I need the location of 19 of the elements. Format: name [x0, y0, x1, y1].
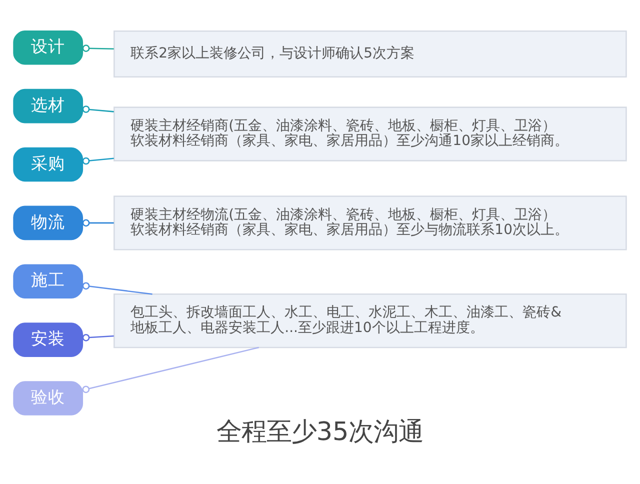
- node-box: 联系2家以上装修公司，与设计师确认5次方案: [114, 30, 627, 78]
- connector: [82, 44, 114, 52]
- caption: 全程至少35次沟通: [216, 416, 424, 446]
- connector: [82, 334, 114, 342]
- node-box: 施工: [13, 264, 84, 299]
- node-box: 硬装主材经销商(五金、油漆涂料、瓷砖、地板、橱柜、灯具、卫浴）软装材料经销商（家具、家电、家居用品）至少沟通10家以上经销商。: [114, 106, 627, 162]
- connector: [82, 282, 152, 295]
- connector: [82, 346, 259, 394]
- node-box: 硬装主材经物流(五金、油漆涂料、瓷砖、地板、橱柜、灯具、卫浴）软装材料经销商（家具、家电、家居用品）至少与物流联系10次以上。: [114, 196, 627, 250]
- node-box: 选材: [13, 88, 84, 124]
- node-box: 验收: [13, 381, 84, 416]
- node-box: 包工头、拆改墙面工人、水工、电工、水泥工、木工、油漆工、瓷砖&地板工人、电器安装工人...至少跟进10个以上工程进度。: [114, 293, 627, 348]
- node-box: 设计: [13, 30, 84, 65]
- connector: [82, 157, 114, 165]
- connector: [82, 219, 114, 227]
- connector: [82, 106, 114, 113]
- node-box: 采购: [13, 147, 84, 182]
- node-box: 物流: [13, 206, 84, 240]
- node-box: 安装: [13, 322, 84, 357]
